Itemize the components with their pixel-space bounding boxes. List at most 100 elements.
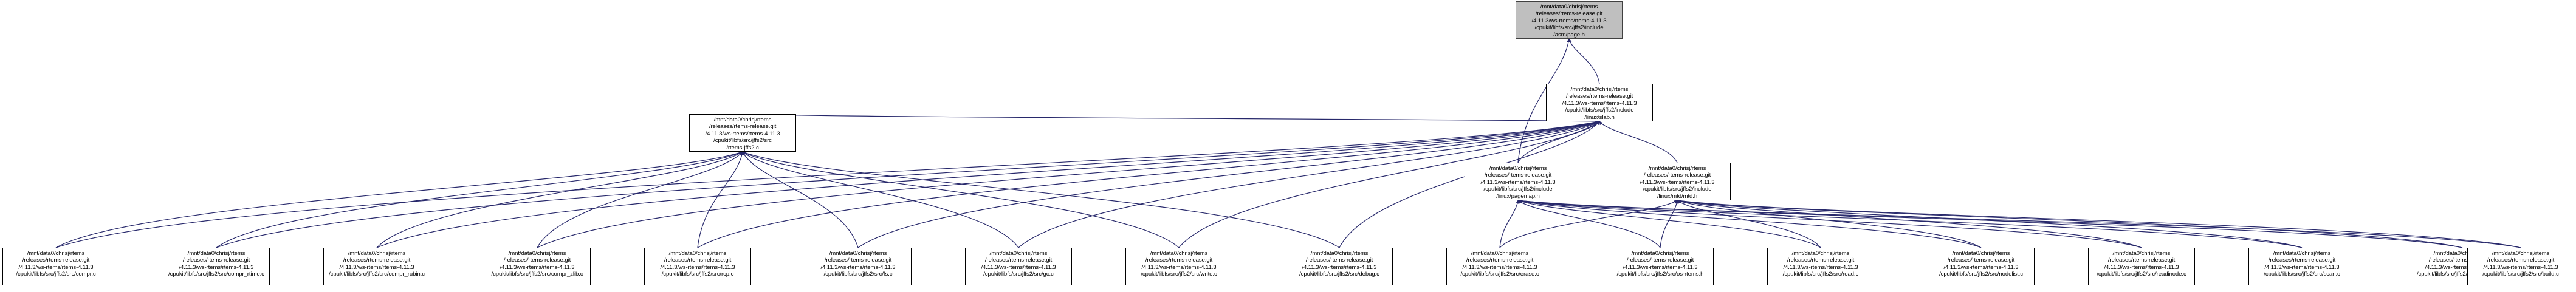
graph-node-line: /mnt/data0/chrisj/rtems (668, 250, 727, 257)
graph-edge (1677, 199, 2463, 248)
graph-node-line: /4.11.3/ws-rtems/rtems-4.11.3 (705, 130, 780, 137)
graph-node-rtems-jffs2[interactable]: /mnt/data0/chrisj/rtems/releases/rtems-r… (689, 114, 796, 152)
graph-node-line: /releases/rtems-release.git (709, 123, 777, 131)
graph-node-compr-rtime[interactable]: /mnt/data0/chrisj/rtems/releases/rtems-r… (163, 248, 270, 285)
graph-node-line: /4.11.3/ws-rtems/rtems-4.11.3 (820, 263, 896, 271)
graph-edge (742, 114, 1600, 123)
graph-edge (376, 151, 743, 248)
graph-node-line: /mnt/data0/chrisj/rtems (508, 250, 566, 257)
graph-node-line: /releases/rtems-release.git (2107, 257, 2176, 264)
graph-node-line: /releases/rtems-release.git (2487, 257, 2555, 264)
graph-node-line: /releases/rtems-release.git (343, 257, 411, 264)
graph-node-line: /mnt/data0/chrisj/rtems (713, 117, 772, 123)
graph-node-compr-rubin[interactable]: /mnt/data0/chrisj/rtems/releases/rtems-r… (323, 248, 430, 285)
graph-node-compr-zlib[interactable]: /mnt/data0/chrisj/rtems/releases/rtems-r… (484, 248, 591, 285)
graph-node-os-rtems[interactable]: /mnt/data0/chrisj/rtems/releases/rtems-r… (1607, 248, 1714, 285)
graph-node-line: /4.11.3/ws-rtems/rtems-4.11.3 (2264, 263, 2340, 271)
graph-node-line: /4.11.3/ws-rtems/rtems-4.11.3 (660, 263, 735, 271)
graph-node-line: /releases/rtems-release.git (984, 257, 1053, 264)
graph-node-line: /cpukit/libfs/src/jffs2/src/os-rtems.h (1616, 271, 1704, 278)
graph-node-line: /cpukit/libfs/src/jffs2/include (1534, 24, 1604, 32)
graph-node-line: /4.11.3/ws-rtems/rtems-4.11.3 (1943, 263, 2019, 271)
graph-node-line: /4.11.3/ws-rtems/rtems-4.11.3 (179, 263, 254, 271)
graph-node-asm-page[interactable]: /mnt/data0/chrisj/rtems/releases/rtems-r… (1516, 1, 1623, 39)
graph-node-line: /mnt/data0/chrisj/rtems (1791, 250, 1850, 257)
graph-node-line: /mnt/data0/chrisj/rtems (1471, 250, 1529, 257)
graph-node-erase[interactable]: /mnt/data0/chrisj/rtems/releases/rtems-r… (1446, 248, 1553, 285)
graph-node-line: /mnt/data0/chrisj/rtems (2492, 250, 2550, 257)
graph-node-compr[interactable]: /mnt/data0/chrisj/rtems/releases/rtems-r… (2, 248, 109, 285)
graph-node-line: /rtems-jffs2.c (726, 144, 759, 151)
graph-node-line: /releases/rtems-release.git (1565, 93, 1633, 100)
graph-node-line: /releases/rtems-release.git (2268, 257, 2336, 264)
graph-node-gc[interactable]: /mnt/data0/chrisj/rtems/releases/rtems-r… (965, 248, 1072, 285)
graph-node-nodelist[interactable]: /mnt/data0/chrisj/rtems/releases/rtems-r… (1928, 248, 2035, 285)
graph-edge (1517, 200, 1661, 248)
graph-edge (1599, 121, 1678, 163)
graph-node-line: /cpukit/libfs/src/jffs2/src/rcp.c (661, 271, 734, 278)
graph-node-line: /asm/page.h (1553, 31, 1585, 38)
graph-node-line: /cpukit/libfs/src/jffs2/src/erase.c (1460, 271, 1539, 278)
graph-node-line: /cpukit/libfs/src/jffs2/src/read.c (1782, 271, 1859, 278)
graph-node-linux-slab[interactable]: /mnt/data0/chrisj/rtems/releases/rtems-r… (1546, 84, 1653, 121)
graph-node-rcp[interactable]: /mnt/data0/chrisj/rtems/releases/rtems-r… (644, 248, 751, 285)
graph-edge (1517, 199, 1982, 248)
graph-edge (1568, 38, 1600, 84)
graph-edge (1677, 199, 2303, 248)
graph-node-line: /cpukit/libfs/src/jffs2/src (713, 137, 772, 144)
graph-node-line: /releases/rtems-release.git (182, 257, 250, 264)
graph-edge (1660, 200, 1679, 248)
graph-edge (742, 151, 1019, 248)
graph-node-compr-build[interactable]: /mnt/data0/chrisj/rtems/releases/rtems-r… (2467, 248, 2574, 285)
graph-node-linux-pagemap[interactable]: /mnt/data0/chrisj/rtems/releases/rtems-r… (1465, 163, 1571, 200)
graph-node-line: /cpukit/libfs/src/jffs2/src/build.c (2482, 271, 2559, 278)
graph-edge (55, 151, 743, 248)
graph-node-line: /linux/slab.h (1584, 114, 1615, 121)
graph-node-line: /mnt/data0/chrisj/rtems (2273, 250, 2331, 257)
graph-node-linux-mtd-mtd[interactable]: /mnt/data0/chrisj/rtems/releases/rtems-r… (1624, 163, 1731, 200)
graph-node-line: /4.11.3/ws-rtems/rtems-4.11.3 (2483, 263, 2558, 271)
graph-node-line: /mnt/data0/chrisj/rtems (1952, 250, 2010, 257)
graph-node-line: /mnt/data0/chrisj/rtems (1631, 250, 1689, 257)
graph-node-line: /cpukit/libfs/src/jffs2/src/nodemgmt.c (2416, 271, 2509, 278)
graph-node-line: /releases/rtems-release.git (824, 257, 892, 264)
graph-node-line: /cpukit/libfs/src/jffs2/src/fs.c (823, 271, 893, 278)
graph-edge (216, 120, 1600, 248)
graph-node-fs[interactable]: /mnt/data0/chrisj/rtems/releases/rtems-r… (805, 248, 912, 285)
graph-node-line: /mnt/data0/chrisj/rtems (1310, 250, 1369, 257)
graph-node-line: /mnt/data0/chrisj/rtems (348, 250, 406, 257)
graph-node-line: /mnt/data0/chrisj/rtems (27, 250, 85, 257)
graph-node-read[interactable]: /mnt/data0/chrisj/rtems/releases/rtems-r… (1767, 248, 1874, 285)
graph-node-line: /mnt/data0/chrisj/rtems (829, 250, 887, 257)
graph-node-line: /mnt/data0/chrisj/rtems (2112, 250, 2171, 257)
graph-edge (1517, 199, 2303, 248)
graph-node-line: /releases/rtems-release.git (1643, 172, 1711, 179)
graph-edge (742, 151, 1180, 248)
graph-edge (1499, 200, 1678, 248)
graph-node-line: /4.11.3/ws-rtems/rtems-4.11.3 (500, 263, 575, 271)
graph-node-line: /cpukit/libfs/src/jffs2/src/nodelist.c (1939, 271, 2023, 278)
graph-node-line: /4.11.3/ws-rtems/rtems-4.11.3 (1640, 178, 1715, 186)
graph-node-line: /cpukit/libfs/src/jffs2/include (1565, 107, 1634, 114)
graph-node-line: /4.11.3/ws-rtems/rtems-4.11.3 (981, 263, 1056, 271)
graph-node-line: /cpukit/libfs/src/jffs2/src/write.c (1141, 271, 1217, 278)
graph-node-line: /4.11.3/ws-rtems/rtems-4.11.3 (1141, 263, 1217, 271)
graph-node-line: /4.11.3/ws-rtems/rtems-4.11.3 (1462, 263, 1537, 271)
graph-node-write[interactable]: /mnt/data0/chrisj/rtems/releases/rtems-r… (1125, 248, 1232, 285)
graph-edge (742, 151, 859, 248)
graph-node-line: /releases/rtems-release.git (22, 257, 90, 264)
graph-node-line: /4.11.3/ws-rtems/rtems-4.11.3 (18, 263, 94, 271)
graph-node-line: /4.11.3/ws-rtems/rtems-4.11.3 (339, 263, 414, 271)
graph-node-line: /cpukit/libfs/src/jffs2/src/compr.c (16, 271, 96, 278)
graph-edge (1517, 199, 2142, 248)
graph-node-line: /4.11.3/ws-rtems/rtems-4.11.3 (1783, 263, 1858, 271)
graph-node-line: /releases/rtems-release.git (2428, 257, 2496, 264)
graph-node-line: /releases/rtems-release.git (1145, 257, 1213, 264)
graph-edge (1517, 121, 1600, 163)
graph-node-debug[interactable]: /mnt/data0/chrisj/rtems/releases/rtems-r… (1286, 248, 1393, 285)
graph-edge (742, 151, 1340, 248)
graph-node-line: /mnt/data0/chrisj/rtems (2433, 250, 2492, 257)
graph-node-readinode[interactable]: /mnt/data0/chrisj/rtems/releases/rtems-r… (2088, 248, 2195, 285)
graph-node-scan[interactable]: /mnt/data0/chrisj/rtems/releases/rtems-r… (2248, 248, 2355, 285)
